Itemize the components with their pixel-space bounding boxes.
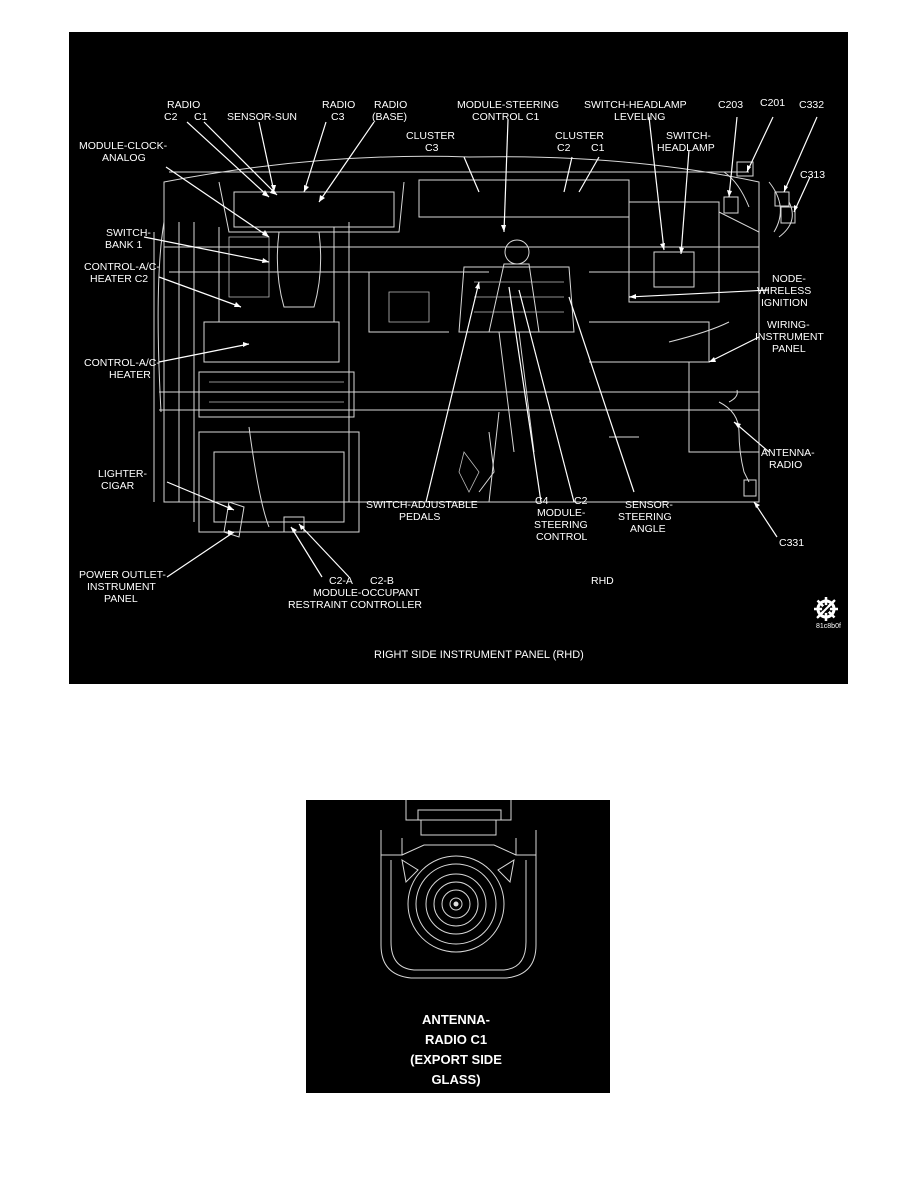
label-sensor-steering-angle: SENSOR-	[625, 499, 673, 511]
label-lighter-cigar-line2: CIGAR	[101, 480, 135, 492]
detail-caption-line1: ANTENNA-	[422, 1012, 490, 1027]
label-wiring-instrument-panel: WIRING-	[767, 319, 810, 331]
label-module-clock: MODULE-CLOCK-	[79, 140, 168, 152]
figure-code: 81c8b0f	[816, 623, 841, 630]
label-msc-c2: C2	[574, 495, 588, 507]
label-radio-c3: C3	[331, 111, 345, 123]
instrument-panel-drawing: RADIO C2 C1 SENSOR-SUN RADIO C3 RADIO (B…	[79, 97, 841, 661]
label-module-occupant-restraint-line2: RESTRAINT CONTROLLER	[288, 599, 422, 611]
label-module-steering-control-line3: CONTROL	[536, 531, 587, 543]
label-lighter-cigar: LIGHTER-	[98, 468, 148, 480]
label-module-steering-control-c1-line2: CONTROL C1	[472, 111, 539, 123]
label-antenna-radio-line2: RADIO	[769, 459, 802, 471]
gear-icon	[814, 597, 838, 621]
detail-caption-line4: GLASS)	[431, 1072, 480, 1087]
label-switch-bank: SWITCH-	[106, 227, 151, 239]
label-cluster-c3: C3	[425, 142, 439, 154]
label-switch-adjustable-pedals: SWITCH-ADJUSTABLE	[366, 499, 478, 511]
label-sensor-steering-angle-line2: STEERING	[618, 511, 672, 523]
label-mor-c2b: C2-B	[370, 575, 394, 587]
label-switch-headlamp-leveling-line2: LEVELING	[614, 111, 665, 123]
label-radio: RADIO	[167, 99, 200, 111]
label-radio-c2: C2	[164, 111, 178, 123]
label-c313: C313	[800, 169, 825, 181]
label-radio-3: RADIO	[374, 99, 407, 111]
label-power-outlet-line3: PANEL	[104, 593, 138, 605]
label-power-outlet-line2: INSTRUMENT	[87, 581, 156, 593]
label-antenna-radio: ANTENNA-	[761, 447, 815, 459]
label-control-ac-heater-line2: HEATER	[109, 369, 151, 381]
leader-lines	[143, 116, 818, 578]
label-wiring-instrument-panel-line2: INSTRUMENT	[755, 331, 824, 343]
label-cluster-c2: C2	[557, 142, 571, 154]
label-sensor-steering-angle-line3: ANGLE	[630, 523, 666, 535]
label-switch-headlamp-line2: HEADLAMP	[657, 142, 715, 154]
label-radio-2: RADIO	[322, 99, 355, 111]
label-module-steering-control-c1: MODULE-STEERING	[457, 99, 559, 111]
component-labels: RADIO C2 C1 SENSOR-SUN RADIO C3 RADIO (B…	[79, 97, 841, 661]
label-radio-base: (BASE)	[372, 111, 407, 123]
label-switch-adjustable-pedals-line2: PEDALS	[399, 511, 440, 523]
label-c203: C203	[718, 99, 743, 111]
main-figure-caption: RIGHT SIDE INSTRUMENT PANEL (RHD)	[374, 649, 584, 661]
label-cluster-left: CLUSTER	[406, 130, 455, 142]
label-msc-c4: C4	[535, 495, 549, 507]
label-module-steering-control: MODULE-	[537, 507, 586, 519]
label-switch-headlamp: SWITCH-	[666, 130, 711, 142]
label-control-ac-heater-c2-line2: HEATER C2	[90, 273, 148, 285]
connector-drawing: ANTENNA- RADIO C1 (EXPORT SIDE GLASS)	[380, 800, 537, 1087]
connector-line-art	[380, 800, 537, 979]
instrument-panel-diagram: RADIO C2 C1 SENSOR-SUN RADIO C3 RADIO (B…	[69, 32, 848, 684]
label-node-wireless: NODE-	[772, 273, 806, 285]
detail-caption-line3: (EXPORT SIDE	[410, 1052, 502, 1067]
label-mor-c2a: C2-A	[329, 575, 353, 587]
label-cluster-c1: C1	[591, 142, 605, 154]
label-c332: C332	[799, 99, 824, 111]
label-module-clock-line2: ANALOG	[102, 152, 146, 164]
label-node-wireless-line3: IGNITION	[761, 297, 808, 309]
label-c331: C331	[779, 537, 804, 549]
label-sensor-sun: SENSOR-SUN	[227, 111, 297, 123]
label-power-outlet: POWER OUTLET-	[79, 569, 166, 581]
label-control-ac-heater: CONTROL-A/C-	[84, 357, 160, 369]
dashboard-line-art	[153, 155, 796, 538]
label-module-occupant-restraint: MODULE-OCCUPANT	[313, 587, 420, 599]
label-wiring-instrument-panel-line3: PANEL	[772, 343, 806, 355]
detail-caption-line2: RADIO C1	[425, 1032, 487, 1047]
label-rhd: RHD	[591, 575, 614, 587]
label-node-wireless-line2: WIRELESS	[757, 285, 811, 297]
label-switch-bank-line2: BANK 1	[105, 239, 143, 251]
label-module-steering-control-line2: STEERING	[534, 519, 588, 531]
label-c201: C201	[760, 97, 785, 109]
label-radio-c1: C1	[194, 111, 208, 123]
detail-caption: ANTENNA- RADIO C1 (EXPORT SIDE GLASS)	[410, 1012, 502, 1087]
label-switch-headlamp-leveling: SWITCH-HEADLAMP	[584, 99, 687, 111]
label-cluster-right: CLUSTER	[555, 130, 604, 142]
label-control-ac-heater-c2: CONTROL-A/C-	[84, 261, 160, 273]
antenna-radio-connector-view: ANTENNA- RADIO C1 (EXPORT SIDE GLASS)	[306, 800, 610, 1093]
